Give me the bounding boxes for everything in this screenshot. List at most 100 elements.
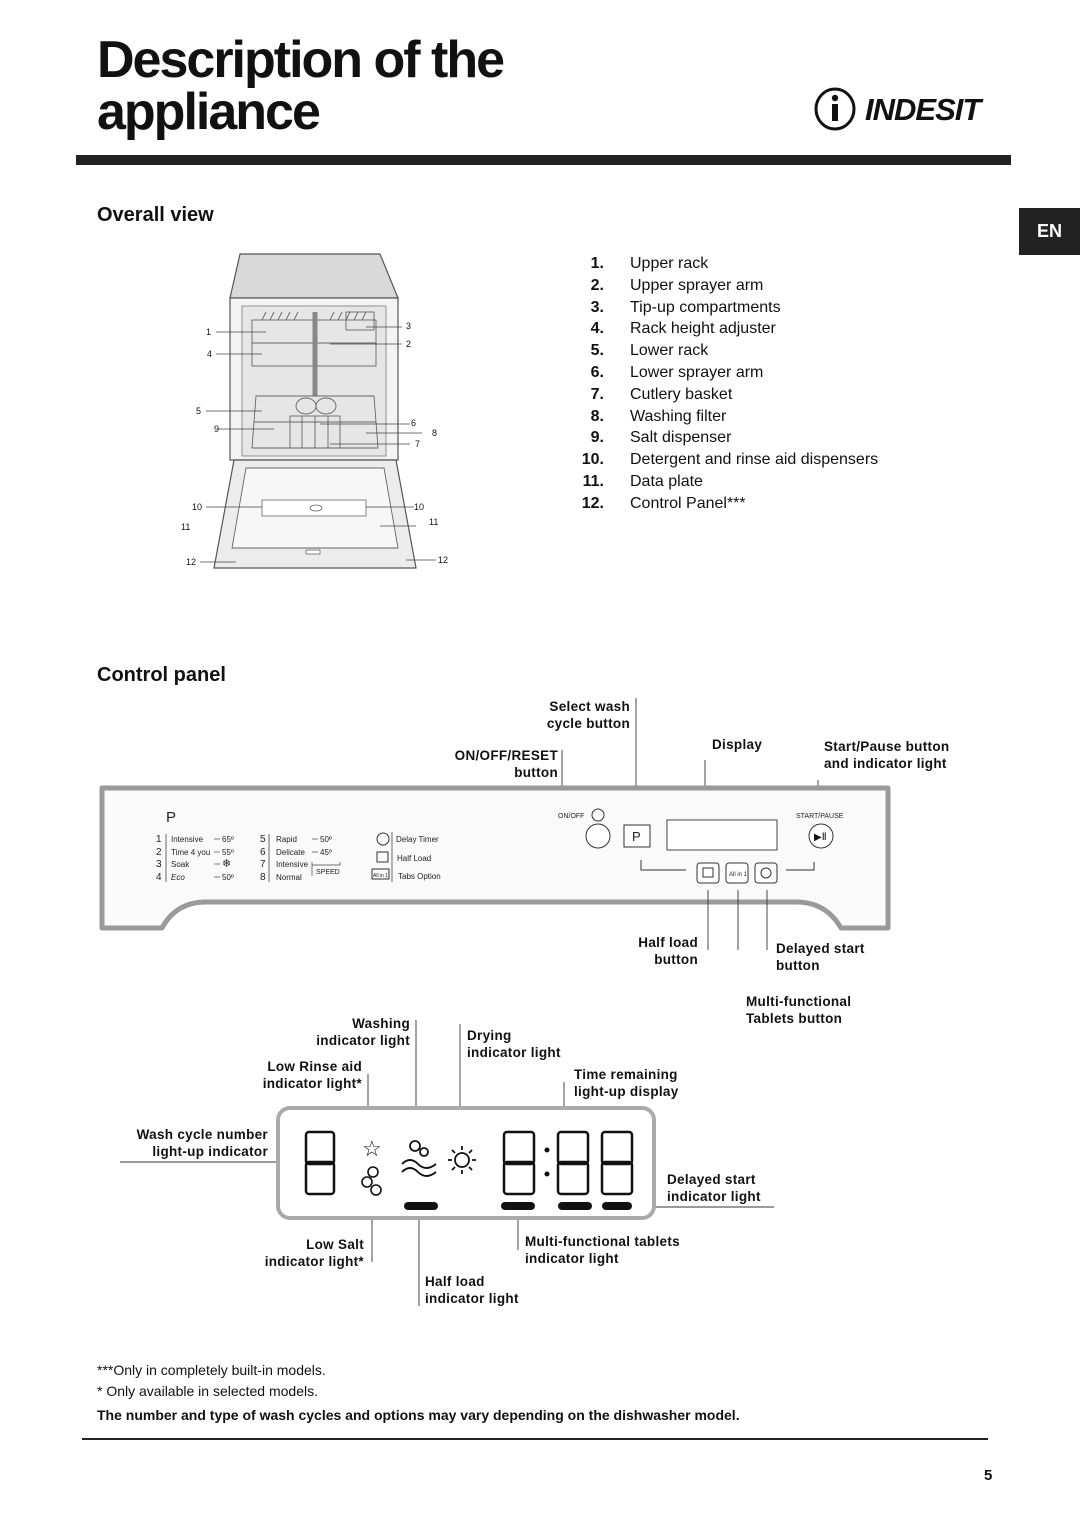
half-load-button[interactable] [696,862,720,884]
play-pause-icon: ▶Ⅱ [814,832,827,843]
diagram-label-4: 4 [207,349,212,359]
option-half-load: Half Load [397,854,431,863]
diagram-label-5: 5 [196,406,201,416]
control-panel-heading: Control panel [97,664,226,686]
legend-item: 4.Rack height adjuster [590,320,776,338]
start-pause-button[interactable] [808,823,834,849]
program-6-name: Delicate [276,848,305,857]
time-colon-bottom [544,1171,550,1177]
tabs-button-icon-text: All in 1 [729,872,748,878]
power-icon [591,808,605,822]
program-5-number: 5 [260,834,266,845]
legend-item: 5.Lower rack [590,342,709,360]
panel-p-label: P [166,809,176,826]
overall-view-heading: Overall view [97,204,214,226]
legend-item: 6.Lower sprayer arm [590,363,764,381]
tabs-button[interactable] [725,862,749,884]
program-8-number: 8 [260,872,266,883]
program-7-name: Intensive [276,860,309,869]
delay-button[interactable] [754,862,778,884]
speed-label: SPEED [316,869,340,876]
control-panel-diagram: P 1 Intensive 65º 2 Time 4 you 55º 3 Soa… [99,698,891,950]
program-2-name: Time 4 you [171,848,210,857]
diagram-label-6: 6 [411,418,416,428]
time-colon-top [544,1147,550,1153]
footnote-selected-models: * Only available in selected models. [97,1383,319,1399]
program-1-number: 1 [156,834,162,845]
program-4-temp: 50º [222,873,234,882]
program-5-temp: 50º [320,835,332,844]
program-3-number: 3 [156,859,162,870]
tablets-indicator-bar-2 [558,1202,592,1210]
diagram-label-8: 8 [432,428,437,438]
legend-item: 12.Control Panel*** [581,494,746,512]
legend-item: 2.Upper sprayer arm [590,276,764,294]
select-wash-button[interactable] [623,824,651,848]
footer-rule [82,1438,988,1440]
option-tabs: Tabs Option [398,872,441,881]
onoff-label: ON/OFF [558,813,584,820]
program-7-number: 7 [260,859,266,870]
program-4-number: 4 [156,872,162,883]
program-6-number: 6 [260,847,266,858]
diagram-label-11-right: 11 [429,517,438,527]
diagram-label-11-left: 11 [181,522,190,532]
cycle-digit-display [304,1130,336,1196]
legend-item: 7.Cutlery basket [590,385,733,403]
snowflake-icon: ❄ [222,858,231,870]
page-number: 5 [984,1467,993,1484]
timer-icon [760,867,772,879]
page-title: Description of the appliance [97,31,505,141]
onoff-button[interactable] [585,823,611,849]
parts-legend: 1.Upper rack 2.Upper sprayer arm 3.Tip-u… [560,253,878,515]
option-icons [371,832,390,880]
diagram-label-10-left: 10 [192,502,202,512]
option-delay-timer: Delay Timer [396,835,439,844]
washing-icon [401,1140,437,1177]
legend-item: 11.Data plate [582,472,703,490]
program-2-temp: 55º [222,848,234,857]
footnote-note: The number and type of wash cycles and o… [97,1407,740,1423]
page-title-line1: Description of the [97,31,505,89]
legend-item: 8.Washing filter [590,407,727,425]
rinse-aid-star-icon: ☆ [362,1136,382,1161]
program-8-name: Normal [276,873,302,882]
legend-item: 3.Tip-up compartments [590,298,781,316]
legend-item: 9.Salt dispenser [590,429,732,447]
salt-icon [361,1166,382,1196]
program-1-name: Intensive [171,835,204,844]
half-load-indicator-bar [404,1202,438,1210]
tablets-indicator-bar [501,1202,535,1210]
diagram-label-7: 7 [415,439,420,449]
select-wash-p-label: P [632,829,641,844]
diagram-label-9: 9 [214,424,219,434]
diagram-label-2: 2 [406,339,411,349]
half-load-icon [702,867,714,878]
panel-display [666,819,778,851]
page-title-line2: appliance [97,83,321,141]
drying-sun-icon [448,1146,476,1174]
start-pause-label: START/PAUSE [796,813,844,820]
diagram-label-1: 1 [206,327,211,337]
language-tab[interactable]: EN [1019,208,1080,255]
footnote-built-in: ***Only in completely built-in models. [97,1362,326,1378]
display-detail-diagram: ☆ [120,1020,774,1306]
legend-item: 10.Detergent and rinse aid dispensers [581,451,879,469]
legend-item: 1.Upper rack [590,255,709,272]
program-5-name: Rapid [276,835,297,844]
program-3-name: Soak [171,860,190,869]
diagram-label-12-left: 12 [186,557,196,567]
program-4-name: Eco [171,873,185,882]
